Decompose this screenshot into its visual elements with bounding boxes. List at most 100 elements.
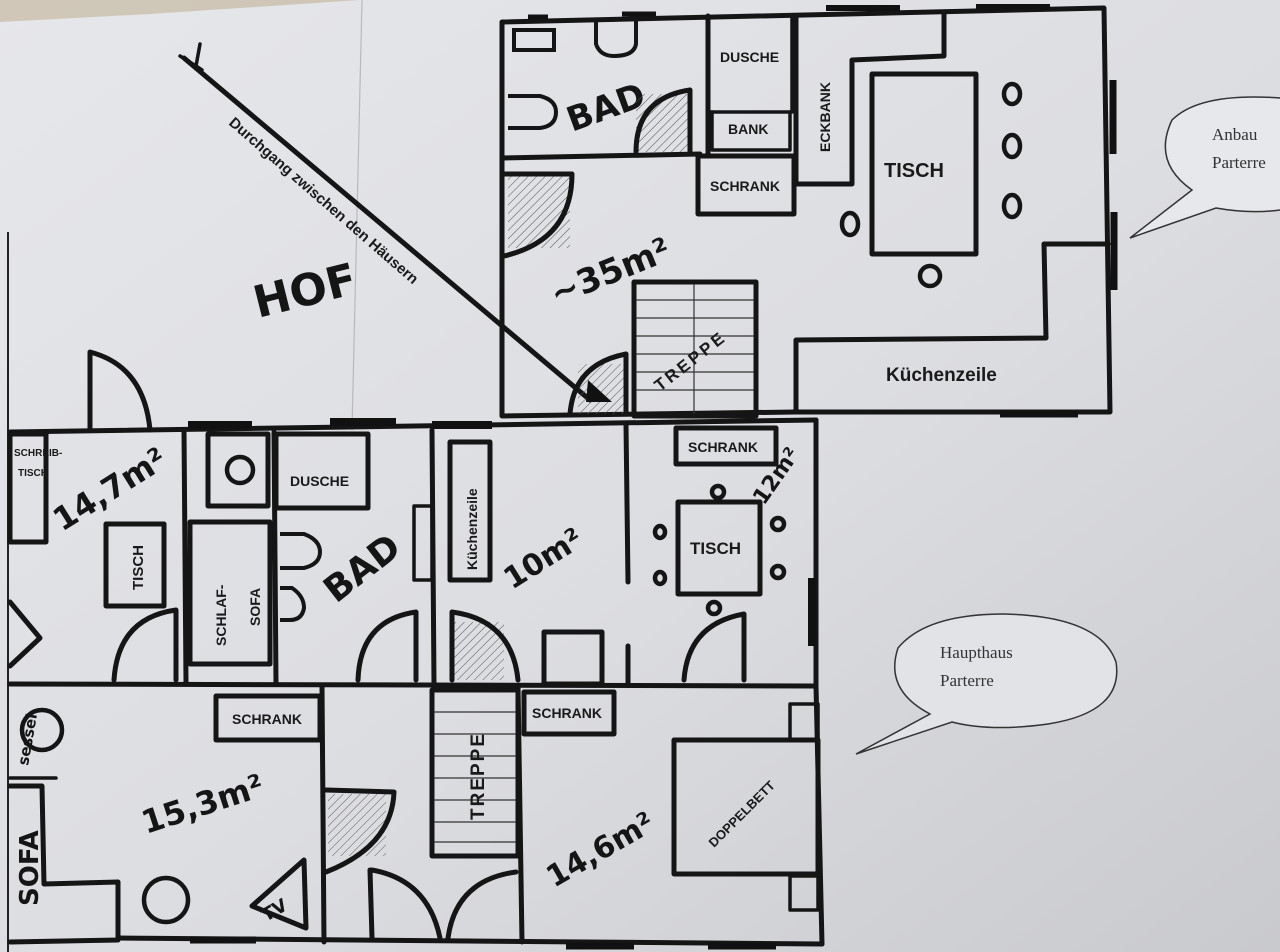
annex-shower-label: DUSCHE	[720, 49, 779, 65]
room-a-basin	[205, 431, 271, 509]
chair-icon	[1001, 192, 1023, 220]
annex-kitchenette-label: Küchenzeile	[886, 365, 997, 386]
main-house-middle-wall	[7, 681, 819, 689]
chair-icon	[1001, 81, 1023, 107]
hall-inner-door	[445, 869, 519, 941]
annex-bath-door	[633, 87, 693, 157]
chair-icon	[652, 523, 668, 541]
chair-icon	[917, 263, 943, 289]
passage-arrow-tail	[178, 42, 204, 72]
chair-icon	[769, 563, 787, 581]
bath-shower-label: DUSCHE	[290, 473, 349, 489]
chair-icon	[709, 483, 727, 501]
passage-line	[181, 55, 593, 403]
hall-stair-treads	[434, 711, 516, 843]
annex-bathtub-end	[512, 28, 556, 52]
annex-corner-bench	[793, 9, 947, 187]
dining-door	[681, 611, 747, 683]
living-table-icon	[141, 875, 191, 925]
main-house-callout-bubble	[855, 613, 1118, 755]
basin-icon	[224, 454, 256, 486]
room-a-window-door	[7, 599, 43, 669]
room-a-door	[111, 607, 179, 683]
dining-left-wall	[623, 421, 631, 687]
living-sofa	[7, 783, 121, 945]
kitchen-kitchenette-label: Küchenzeile	[464, 488, 480, 570]
room-a-desk-label-2: TISCH	[18, 468, 48, 479]
annex-cabinet-label: SCHRANK	[710, 178, 780, 194]
annex-bath-door-swing	[636, 94, 688, 152]
bedroom-double-bed	[671, 737, 821, 877]
bath-basin-icon	[280, 586, 307, 622]
main-house-top-wall	[7, 417, 819, 435]
kitchen-door	[449, 609, 521, 683]
nightstand-icon	[788, 874, 820, 912]
bath-toilet-icon	[280, 532, 323, 570]
annex-outer-wall	[499, 5, 1113, 419]
room-a-sofa-bed-label-2: SOFA	[247, 588, 263, 626]
annex-stair	[631, 279, 759, 419]
annex-sink-icon	[508, 94, 559, 130]
chair-icon	[839, 210, 861, 238]
main-house-callout-line-1: Haupthaus	[940, 643, 1013, 662]
room-a-desk-label-1: SCHREIB-	[14, 448, 62, 459]
annex-corner-bench-label: ECKBANK	[817, 82, 833, 152]
annex-callout: Anbau Parterre	[1129, 96, 1280, 239]
annex-callout-bubble	[1129, 96, 1280, 239]
annex-bench	[710, 110, 792, 152]
bedroom-cabinet-label: SCHRANK	[532, 705, 602, 721]
kitchen-left-wall	[429, 427, 437, 687]
hall-door-swing	[328, 794, 386, 856]
annex-dining-table	[869, 71, 979, 257]
hall-bath-door	[323, 787, 397, 875]
chair-icon	[769, 515, 787, 533]
annex-bench-label: BANK	[728, 121, 768, 137]
bath-door	[355, 609, 419, 683]
dining-cabinet-label: SCHRANK	[688, 439, 758, 455]
hall-front-door	[367, 867, 443, 941]
room-a-desk	[7, 431, 49, 545]
annex-shower-wall	[706, 14, 794, 114]
chair-icon	[1001, 132, 1023, 160]
nightstand-icon	[788, 702, 820, 742]
annex-table-label: TISCH	[884, 160, 944, 182]
chair-icon	[652, 569, 668, 587]
kitchen-counter	[541, 629, 605, 687]
living-tv	[249, 857, 309, 931]
armchair-icon	[19, 707, 65, 753]
annex-kitchenette	[793, 241, 1111, 413]
room-a-table	[103, 521, 167, 609]
annex-toilet-icon	[594, 20, 638, 59]
annex-entry-door	[501, 171, 575, 259]
passage-arrow-head	[586, 380, 612, 402]
annex-callout-line-1: Anbau	[1212, 125, 1258, 144]
room-a-sofa-bed	[187, 519, 273, 667]
chair-icon	[705, 599, 723, 617]
annex-stair-treads	[636, 284, 754, 414]
page-fold-line	[351, 0, 363, 431]
annex-passage-door	[567, 351, 629, 417]
hall-wall	[515, 683, 525, 945]
annex-callout-line-2: Parterre	[1212, 153, 1266, 172]
main-house-callout-line-2: Parterre	[940, 671, 994, 690]
bath-shower	[273, 431, 371, 511]
living-sofa-label: SOFA	[15, 830, 45, 906]
annex-entry-door-swing	[508, 172, 570, 248]
living-cabinet-label: SCHRANK	[232, 711, 302, 727]
kitchen-kitchenette	[447, 439, 493, 583]
room-a-bath-wall	[181, 427, 189, 685]
room-a-sofa-bed-label-1: SCHLAF-	[213, 584, 229, 646]
room-a-table-label: TISCH	[130, 545, 147, 590]
main-house-callout: Haupthaus Parterre	[855, 613, 1118, 755]
paper-top-edge-shadow	[0, 0, 360, 22]
bedroom-cabinet	[521, 689, 617, 737]
living-cabinet	[213, 693, 323, 743]
dining-table	[675, 499, 763, 597]
dining-cabinet	[673, 425, 779, 467]
annex-bath-wall	[499, 151, 703, 161]
hall-stair-label: TREPPE	[468, 732, 489, 820]
courtyard-door	[87, 349, 153, 433]
dining-table-label: TISCH	[690, 539, 741, 558]
